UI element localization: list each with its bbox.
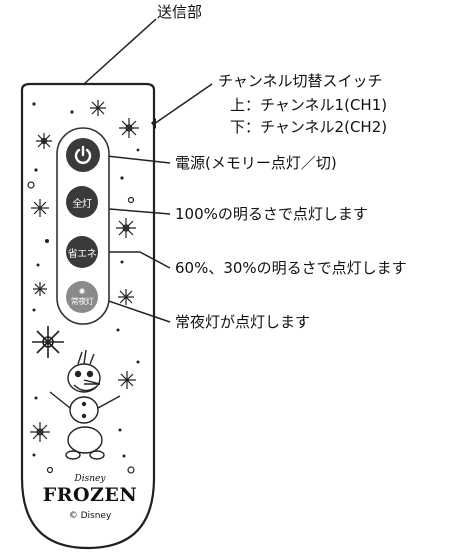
callout-night: 常夜灯が点灯します [175,313,311,331]
channel-switch-marker [151,118,156,129]
button-panel [56,127,110,325]
callout-full: 100%の明るさで点灯します [175,205,368,223]
copyright-text: © Disney [68,511,112,521]
callout-channel-title: チャンネル切替スイッチ [218,72,383,90]
eco-button[interactable]: 省エネ [66,236,98,268]
eco-label: 省エネ [67,248,97,260]
disney-logo: Disney [74,474,106,484]
full-light-label: 全灯 [72,198,93,210]
callout-eco: 60%、30%の明るさで点灯します [175,259,407,277]
night-light-button[interactable]: ✺ 常夜灯 [66,281,98,313]
bulb-icon: ✺ [78,286,86,296]
leader-eco-2 [139,251,171,269]
power-icon [74,145,92,164]
leader-transmitter [83,18,157,85]
snowflake-decor [30,100,139,442]
power-button[interactable] [66,138,100,172]
leader-channel [153,83,213,125]
full-light-button[interactable]: 全灯 [66,186,98,218]
callout-transmitter: 送信部 [157,3,203,21]
night-light-label: 常夜灯 [70,296,94,306]
olaf-illustration [49,349,121,460]
frozen-logo: FROZEN [42,484,138,506]
callout-power: 電源(メモリー点灯／切) [175,154,337,172]
ring-decor [27,181,135,474]
callout-channel-down: 下：チャンネル2(CH2) [230,118,388,136]
leader-power [97,154,171,164]
callout-channel-up: 上：チャンネル1(CH1) [230,96,388,114]
dot-decor [32,102,140,458]
